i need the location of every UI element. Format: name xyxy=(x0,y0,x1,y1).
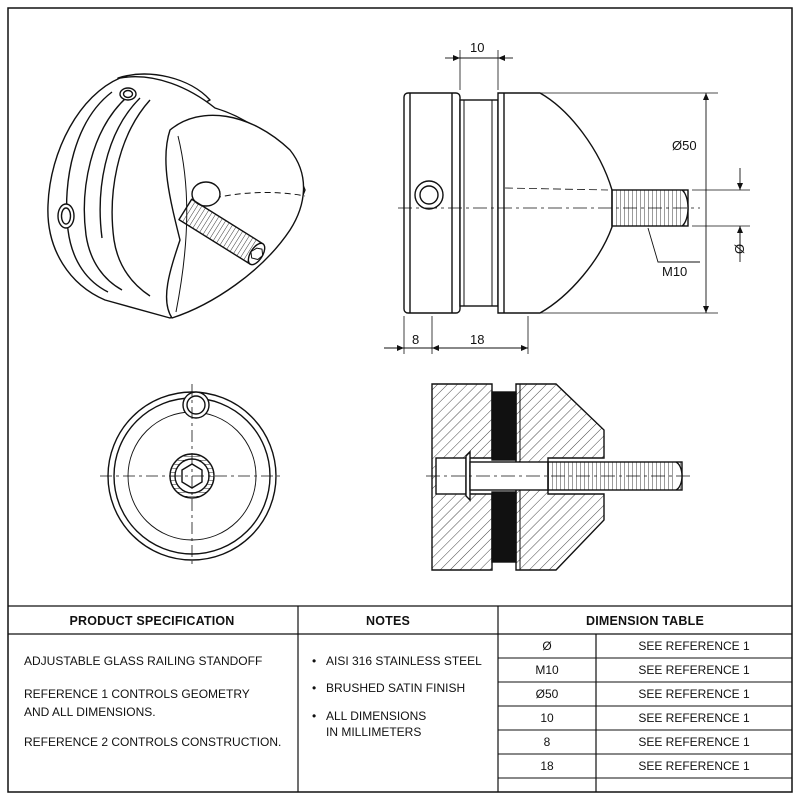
dim-row-value: SEE REFERENCE 1 xyxy=(638,759,750,773)
note-2-line1: BRUSHED SATIN FINISH xyxy=(326,681,465,695)
dimension-table-heading: DIMENSION TABLE xyxy=(586,614,704,628)
notes-heading: NOTES xyxy=(366,614,410,628)
dim-row-value: SEE REFERENCE 1 xyxy=(638,687,750,701)
isometric-view xyxy=(47,73,306,319)
dim-row-symbol: Ø50 xyxy=(536,687,559,701)
note-3-line2: IN MILLIMETERS xyxy=(326,725,421,739)
note-3-line1: ALL DIMENSIONS xyxy=(326,709,426,723)
front-view xyxy=(100,384,284,568)
dim-small-diameter: Ø xyxy=(732,244,747,254)
dim-top-width: 10 xyxy=(470,40,484,55)
dim-row-value: SEE REFERENCE 1 xyxy=(638,639,750,653)
notes-column: NOTES • AISI 316 STAINLESS STEEL • BRUSH… xyxy=(312,614,482,739)
product-spec-line1: ADJUSTABLE GLASS RAILING STANDOFF xyxy=(24,654,262,668)
dim-outer-diameter: Ø50 xyxy=(672,138,697,153)
note-1-line1: AISI 316 STAINLESS STEEL xyxy=(326,654,482,668)
note-bullet-3: • xyxy=(312,709,316,723)
dim-row-value: SEE REFERENCE 1 xyxy=(638,711,750,725)
dim-row-symbol: 18 xyxy=(540,759,554,773)
dim-body-length: 18 xyxy=(470,332,484,347)
side-elevation xyxy=(384,50,750,354)
product-spec-heading: PRODUCT SPECIFICATION xyxy=(69,614,234,628)
product-spec-line2a: REFERENCE 1 CONTROLS GEOMETRY xyxy=(24,687,250,701)
dimension-table: DIMENSION TABLE Ø SEE REFERENCE 1 M10 SE… xyxy=(535,614,750,773)
dim-row-value: SEE REFERENCE 1 xyxy=(638,735,750,749)
note-bullet-1: • xyxy=(312,654,316,668)
dim-left-offset: 8 xyxy=(412,332,419,347)
dim-row-symbol: 10 xyxy=(540,711,554,725)
dim-thread-label: M10 xyxy=(662,264,687,279)
product-spec-line3: REFERENCE 2 CONTROLS CONSTRUCTION. xyxy=(24,735,281,749)
dim-row-symbol: M10 xyxy=(535,663,559,677)
section-view xyxy=(426,383,690,571)
dim-row-symbol: 8 xyxy=(544,735,551,749)
title-block xyxy=(8,605,792,792)
product-spec-column: PRODUCT SPECIFICATION ADJUSTABLE GLASS R… xyxy=(24,614,281,749)
note-bullet-2: • xyxy=(312,681,316,695)
sheet-border xyxy=(7,7,793,793)
product-spec-line2b: AND ALL DIMENSIONS. xyxy=(24,705,156,719)
side-elevation-dimension-labels: 10 Ø50 M10 Ø 8 18 xyxy=(412,40,747,347)
dim-row-value: SEE REFERENCE 1 xyxy=(638,663,750,677)
dim-row-symbol: Ø xyxy=(542,639,551,653)
